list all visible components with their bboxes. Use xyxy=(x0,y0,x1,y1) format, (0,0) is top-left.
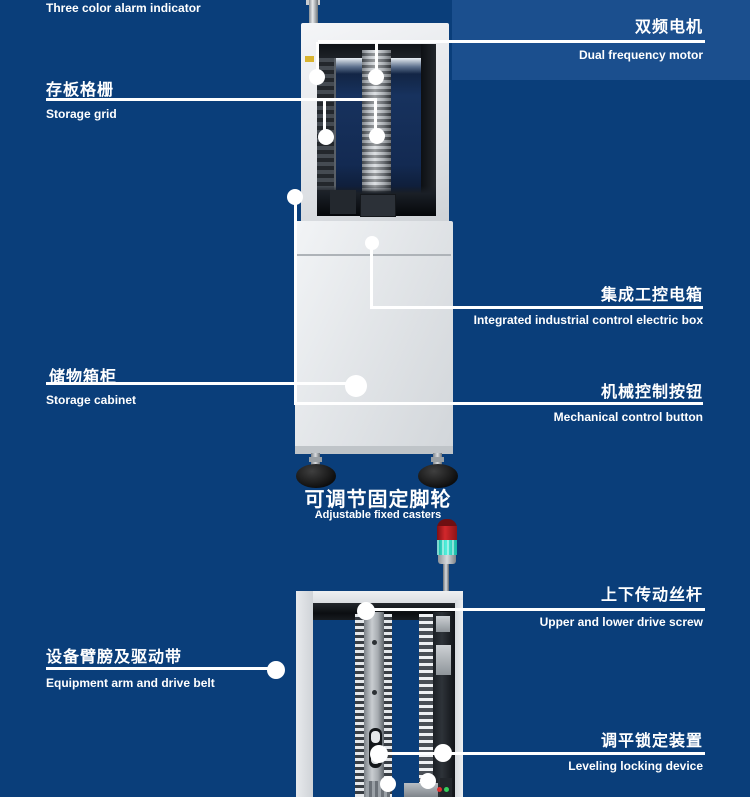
label-button-zh: 机械控制按钮 xyxy=(600,384,703,401)
callout-dot-bottom-1 xyxy=(380,776,396,792)
label-cabinet-en: Storage cabinet xyxy=(46,393,137,407)
storage-cabinet-body xyxy=(295,221,453,453)
callout-dot-grid-right xyxy=(369,128,385,144)
leader-line-motor xyxy=(318,40,705,43)
leader-line-leveling xyxy=(379,752,705,755)
label-leveling-zh: 调平锁定装置 xyxy=(600,733,703,750)
drive-belt-comb-right xyxy=(384,614,392,797)
label-controlbox-zh: 集成工控电箱 xyxy=(600,287,703,304)
signal-lamp-dome xyxy=(437,519,457,528)
leveling-roller xyxy=(371,731,380,743)
drive-belt-comb-left xyxy=(355,614,364,797)
lower-frame-left-post xyxy=(296,591,313,797)
caster-foot-right xyxy=(418,464,458,488)
label-motor-en: Dual frequency motor xyxy=(578,48,703,62)
storage-grid-rail-left xyxy=(317,58,336,198)
callout-dot-motor-right xyxy=(368,69,384,85)
mechanism-block xyxy=(330,190,356,214)
label-arm-zh: 设备臂膀及驱动带 xyxy=(46,649,183,666)
cabinet-seam xyxy=(297,254,451,256)
leader-line-arm xyxy=(46,667,268,670)
lower-frame-top-bar xyxy=(296,591,463,605)
caster-foot-left xyxy=(296,464,336,488)
label-controlbox-en: Integrated industrial control electric b… xyxy=(473,313,703,327)
leader-line-motor-drop xyxy=(316,42,319,77)
leader-line-grid xyxy=(46,98,377,101)
label-arm-en: Equipment arm and drive belt xyxy=(46,676,215,690)
leader-line-button-drop xyxy=(294,197,297,405)
alarm-indicator-pole xyxy=(309,0,318,24)
signal-lamp-pole xyxy=(443,564,449,593)
leader-line-screw xyxy=(366,608,705,611)
signal-lamp-green-segment xyxy=(437,540,457,555)
warning-sticker xyxy=(305,56,314,62)
callout-dot-cabinet xyxy=(345,375,367,397)
arm-slider-block xyxy=(436,616,450,632)
caster-nut xyxy=(431,457,444,462)
label-screw-en: Upper and lower drive screw xyxy=(539,615,703,629)
frame-inner-post xyxy=(421,44,436,216)
leader-line-motor-drop xyxy=(375,42,378,77)
label-grid-en: Storage grid xyxy=(46,107,117,121)
callout-dot-button xyxy=(287,189,303,205)
label-screw-zh: 上下传动丝杆 xyxy=(600,587,703,604)
callout-dot-leveling-1 xyxy=(370,745,388,763)
label-motor-zh: 双频电机 xyxy=(634,19,703,36)
leader-line-grid-drop xyxy=(374,100,377,136)
callout-dot-arm xyxy=(267,661,285,679)
leader-line-cabinet xyxy=(46,382,356,385)
label-cabinet-zh: 储物箱柜 xyxy=(49,369,118,386)
leader-line-controlbox xyxy=(370,306,703,309)
callout-dot-leveling-2 xyxy=(434,744,452,762)
leader-line-controlbox-drop xyxy=(370,243,373,309)
label-alarm-en: Three color alarm indicator xyxy=(46,1,201,15)
status-led-green xyxy=(444,787,449,792)
label-leveling-en: Leveling locking device xyxy=(568,759,703,773)
callout-dot-screw xyxy=(357,602,375,620)
callout-dot-grid-left xyxy=(318,129,334,145)
leader-line-grid-drop xyxy=(323,100,326,137)
mechanism-block xyxy=(360,194,396,217)
label-casters-zh: 可调节固定脚轮 xyxy=(304,489,452,511)
caster-nut xyxy=(309,457,322,462)
equipment-arm-comb xyxy=(419,614,433,797)
callout-dot-motor-left xyxy=(309,69,325,85)
callout-dot-controlbox xyxy=(365,236,379,250)
arm-slider-block xyxy=(436,645,451,675)
signal-lamp-base xyxy=(438,555,456,564)
equipment-arm-panel xyxy=(433,612,455,797)
label-casters-en: Adjustable fixed casters xyxy=(314,509,442,521)
leader-line-button xyxy=(294,402,703,405)
cabinet-bottom-edge xyxy=(295,446,453,454)
status-led-red xyxy=(437,787,442,792)
callout-dot-bottom-2 xyxy=(420,773,436,789)
lower-frame-right-post xyxy=(455,600,463,797)
screw-head xyxy=(372,640,377,645)
screw-head xyxy=(372,690,377,695)
label-button-en: Mechanical control button xyxy=(553,410,703,424)
label-grid-zh: 存板格栅 xyxy=(46,82,115,99)
signal-lamp-red-segment xyxy=(437,526,457,540)
